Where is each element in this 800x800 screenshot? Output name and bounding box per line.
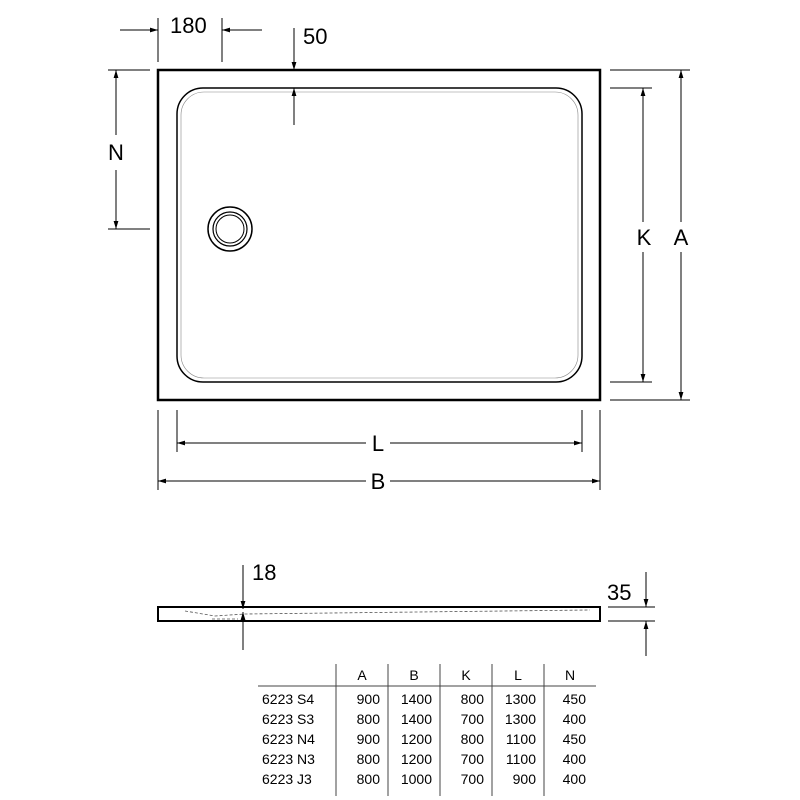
table-row-model: 6223 S4	[262, 691, 314, 707]
dim-180	[120, 18, 262, 62]
table-cell: 1400	[401, 691, 432, 707]
dim-label-L: L	[372, 431, 384, 456]
table-header: A	[357, 667, 367, 683]
tray-side-view	[157, 606, 601, 622]
table-cell: 400	[563, 711, 587, 727]
table-row-model: 6223 N3	[262, 751, 315, 767]
table-cell: 400	[563, 751, 587, 767]
dim-label-A: A	[674, 225, 689, 250]
table-row-model: 6223 N4	[262, 731, 315, 747]
dimension-table-body: 6223 S4 900 1400 800 1300 450 6223 S3 800 1400 70…	[262, 691, 586, 787]
table-header: L	[514, 667, 522, 683]
table-cell: 1400	[401, 711, 432, 727]
table-cell: 800	[461, 691, 485, 707]
table-header: K	[461, 667, 471, 683]
table-cell: 1300	[505, 691, 536, 707]
table-header: B	[409, 667, 418, 683]
dim-label-N: N	[108, 140, 124, 165]
table-cell: 700	[461, 771, 485, 787]
dim-label-18: 18	[252, 560, 276, 585]
table-cell: 800	[461, 731, 485, 747]
dim-K	[610, 87, 652, 383]
dim-35	[608, 572, 655, 656]
dim-label-180: 180	[170, 13, 207, 38]
table-cell: 800	[357, 711, 381, 727]
table-cell: 900	[357, 691, 381, 707]
table-cell: 1200	[401, 751, 432, 767]
tray-outline	[156, 68, 602, 402]
table-cell: 700	[461, 711, 485, 727]
dim-A	[610, 69, 690, 401]
table-row-model: 6223 S3	[262, 711, 314, 727]
dim-L	[176, 410, 583, 452]
table-cell: 800	[357, 751, 381, 767]
table-cell: 450	[563, 731, 587, 747]
dim-label-B: B	[371, 469, 386, 494]
table-cell: 700	[461, 751, 485, 767]
table-cell: 1100	[506, 731, 536, 747]
table-cell: 450	[563, 691, 587, 707]
table-cell: 900	[357, 731, 381, 747]
dimension-table-grid	[258, 664, 596, 796]
table-cell: 900	[513, 771, 537, 787]
dim-label-K: K	[637, 225, 652, 250]
dim-label-35: 35	[607, 580, 631, 605]
table-cell: 1200	[401, 731, 432, 747]
table-cell: 400	[563, 771, 587, 787]
table-cell: 1300	[505, 711, 536, 727]
dim-N	[108, 69, 150, 230]
table-cell: 800	[357, 771, 381, 787]
dim-label-50: 50	[303, 24, 327, 49]
tray-basin	[176, 87, 583, 383]
dim-B	[157, 410, 601, 490]
dimension-table-header: A B K L N	[357, 667, 575, 683]
table-cell: 1100	[506, 751, 536, 767]
table-cell: 1000	[401, 771, 432, 787]
table-row-model: 6223 J3	[262, 771, 312, 787]
table-header: N	[565, 667, 575, 683]
drain-icon	[207, 206, 253, 252]
